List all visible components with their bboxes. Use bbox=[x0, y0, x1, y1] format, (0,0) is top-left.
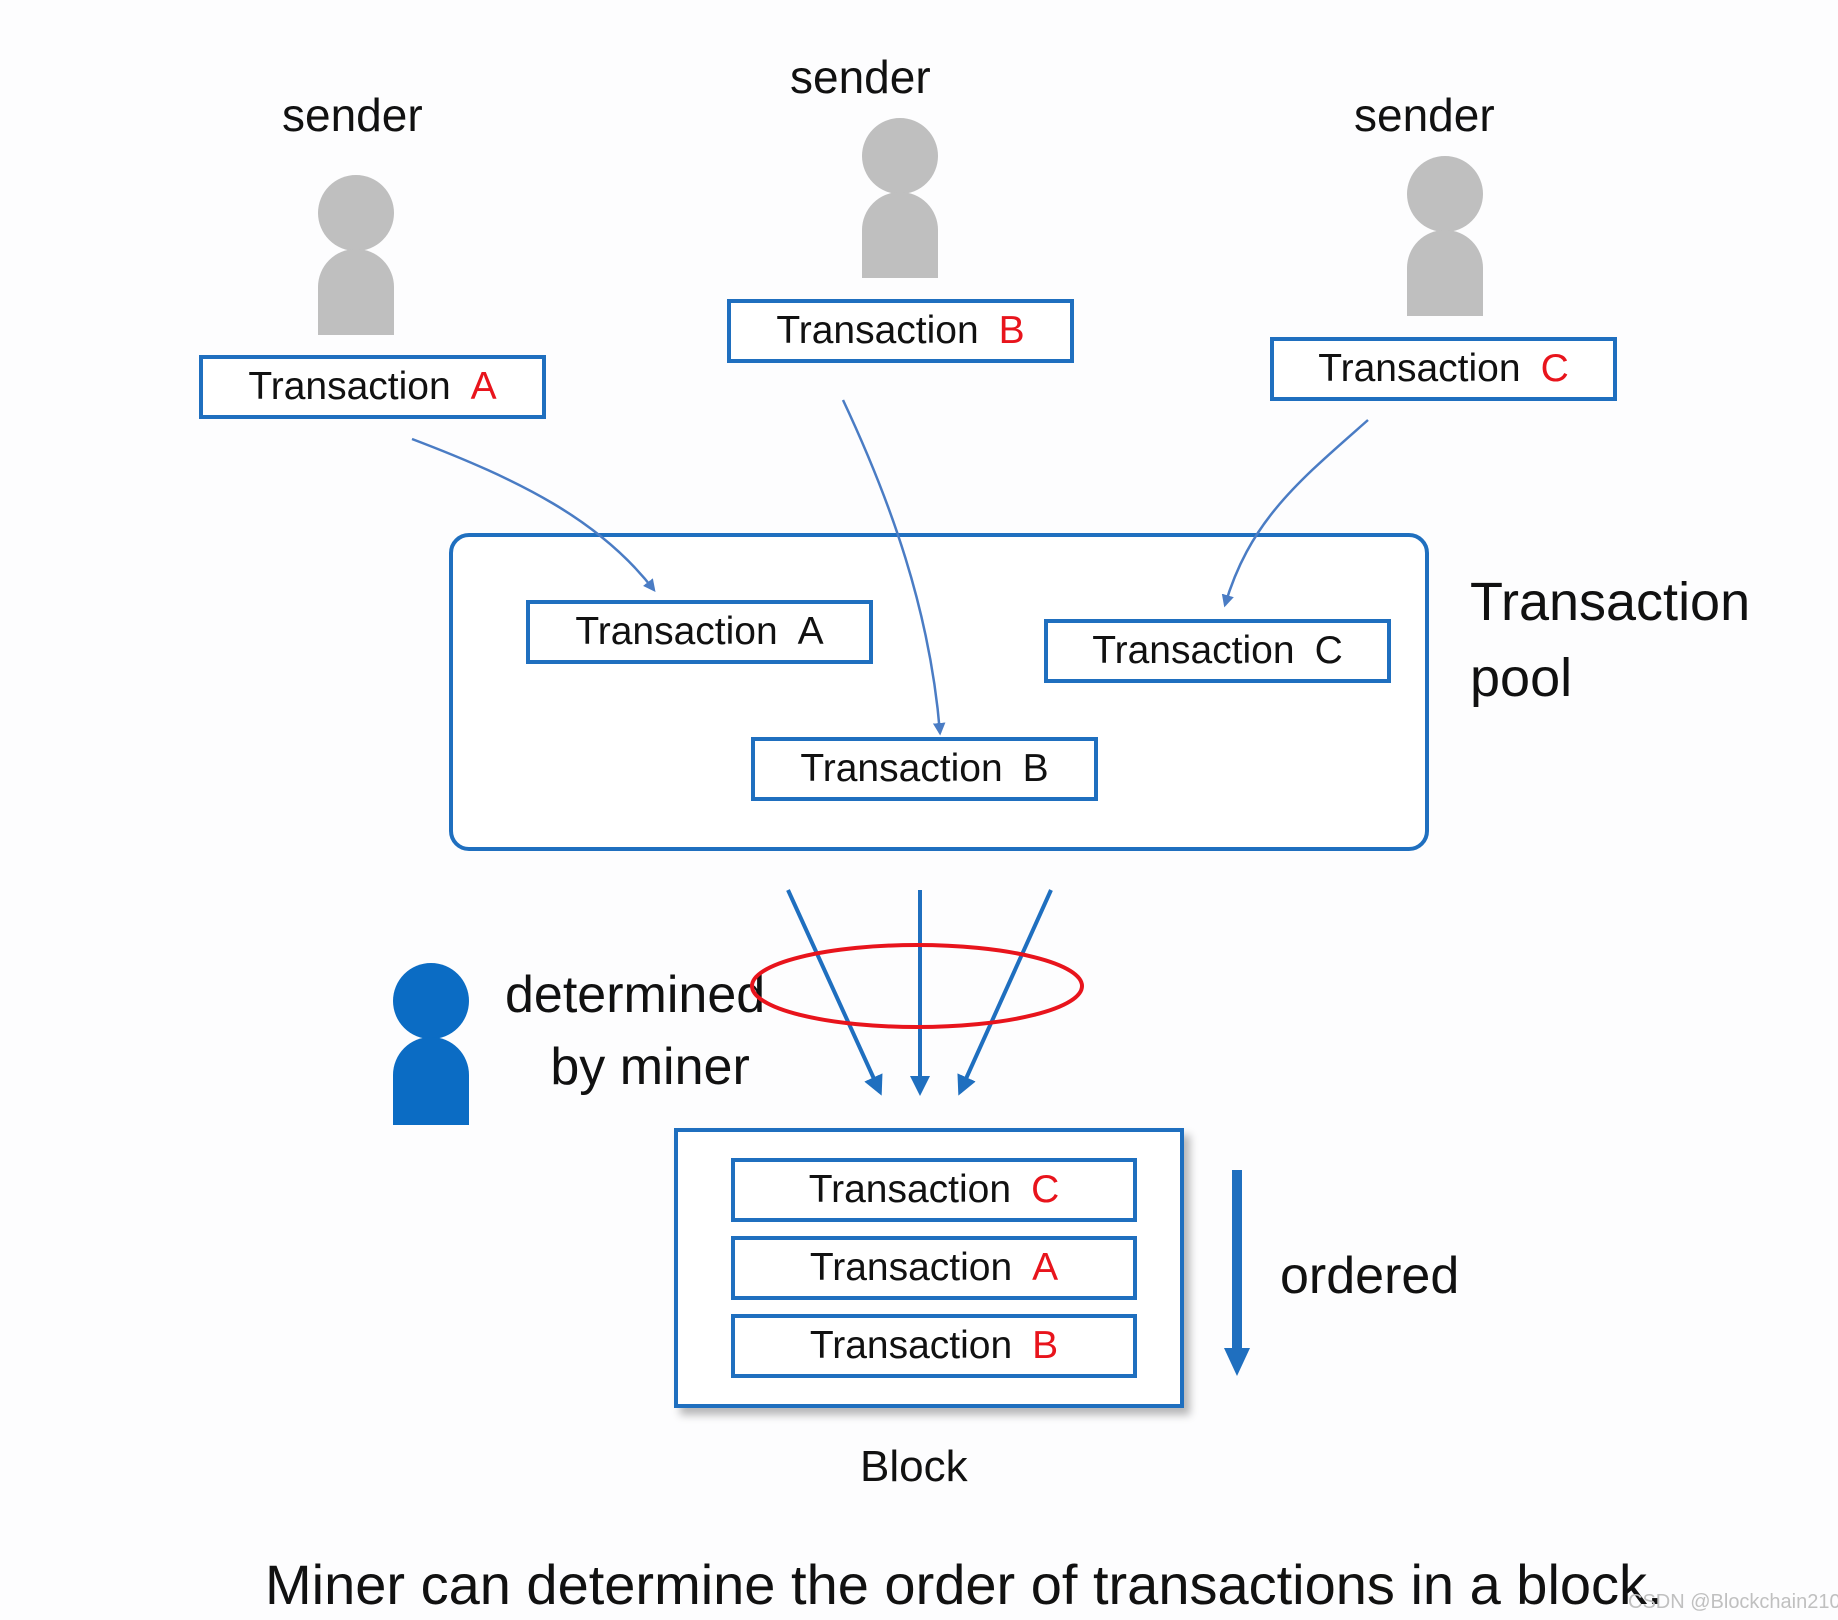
transaction-letter: B bbox=[998, 309, 1025, 352]
miner-label-line-1: determined bbox=[505, 966, 766, 1024]
arrow-pool-to-block-left bbox=[786, 889, 883, 1096]
sender-a-transaction: Transaction A bbox=[199, 355, 546, 419]
transaction-name: Transaction bbox=[575, 610, 778, 653]
transaction-name: Transaction bbox=[248, 365, 451, 408]
sender-c-head bbox=[1407, 156, 1483, 232]
sender-c-label: sender bbox=[1354, 89, 1495, 141]
transaction-name: Transaction bbox=[1318, 347, 1521, 390]
block-label: Block bbox=[860, 1442, 968, 1491]
block-transaction-c: Transaction C bbox=[731, 1158, 1137, 1222]
sender-c-transaction: Transaction C bbox=[1270, 337, 1617, 401]
transaction-pool-label: Transaction pool bbox=[1470, 565, 1750, 716]
sender-b-transaction: Transaction B bbox=[727, 299, 1074, 363]
transaction-letter: B bbox=[1022, 747, 1049, 790]
transaction-name: Transaction bbox=[800, 747, 1003, 790]
sender-b-head bbox=[862, 118, 938, 194]
sender-b-label: sender bbox=[790, 51, 931, 103]
miner-label: determined by miner bbox=[505, 960, 765, 1104]
miner-label-line-2: by miner bbox=[550, 1037, 750, 1096]
block-transaction-a: Transaction A bbox=[731, 1236, 1137, 1300]
transaction-name: Transaction bbox=[809, 1246, 1013, 1289]
transaction-letter: A bbox=[470, 365, 497, 408]
transaction-name: Transaction bbox=[1092, 629, 1295, 672]
arrow-sender-b-to-pool bbox=[841, 399, 946, 736]
block-transaction-b: Transaction B bbox=[731, 1314, 1137, 1378]
transaction-name: Transaction bbox=[808, 1168, 1012, 1211]
arrow-sender-a-to-pool bbox=[411, 437, 656, 592]
transaction-letter: A bbox=[1032, 1246, 1059, 1289]
transaction-letter: C bbox=[1031, 1168, 1060, 1211]
sender-a-body bbox=[318, 249, 394, 335]
sender-a-head bbox=[318, 175, 394, 251]
transaction-name: Transaction bbox=[776, 309, 979, 352]
transaction-letter: C bbox=[1540, 347, 1569, 390]
sender-a-label: sender bbox=[282, 89, 423, 141]
pool-transaction-c: Transaction C bbox=[1044, 619, 1391, 683]
transaction-letter: A bbox=[797, 610, 824, 653]
ordered-label: ordered bbox=[1280, 1247, 1460, 1305]
miner-head bbox=[393, 963, 469, 1039]
arrow-sender-c-to-pool bbox=[1221, 419, 1369, 608]
transaction-letter: B bbox=[1032, 1324, 1059, 1367]
miner-choice-ellipse bbox=[750, 943, 1084, 1029]
pool-transaction-a: Transaction A bbox=[526, 600, 873, 664]
transaction-letter: C bbox=[1314, 629, 1343, 672]
watermark: CSDN @Blockchain210 bbox=[1628, 1591, 1838, 1613]
pool-label-line-2: pool bbox=[1470, 647, 1573, 708]
sender-b-body bbox=[862, 192, 938, 278]
ordered-arrow bbox=[1224, 1170, 1250, 1376]
caption: Miner can determine the order of transac… bbox=[265, 1553, 1663, 1616]
sender-c-body bbox=[1407, 230, 1483, 316]
transaction-name: Transaction bbox=[809, 1324, 1013, 1367]
pool-label-line-1: Transaction bbox=[1470, 572, 1751, 632]
miner-body bbox=[393, 1037, 469, 1125]
arrow-pool-to-block-right bbox=[957, 889, 1053, 1096]
pool-transaction-b: Transaction B bbox=[751, 737, 1098, 801]
